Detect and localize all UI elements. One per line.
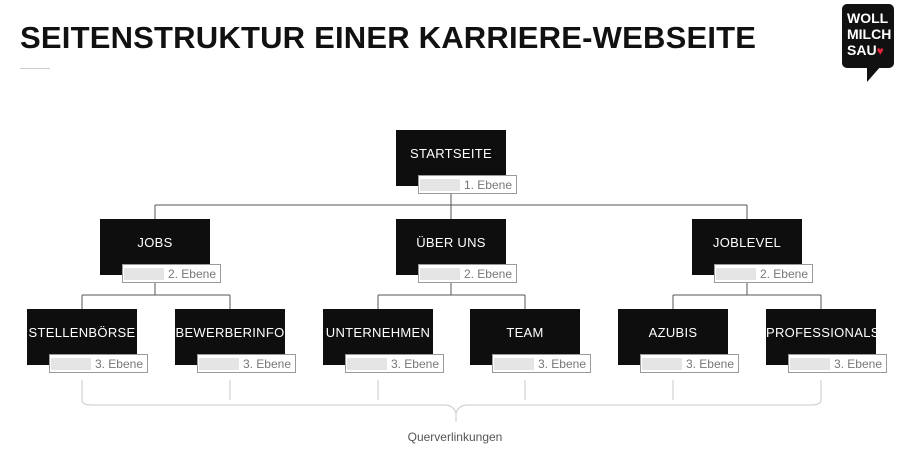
level-tag-bar bbox=[51, 358, 91, 370]
node-team: TEAM 3. Ebene bbox=[470, 309, 591, 373]
node-unternehmen: UNTERNEHMEN 3. Ebene bbox=[323, 309, 444, 373]
level-tag: 3. Ebene bbox=[788, 354, 887, 373]
level-tag: 3. Ebene bbox=[197, 354, 296, 373]
bracket-left bbox=[81, 399, 457, 414]
cross-links-label: Querverlinkungen bbox=[407, 430, 503, 444]
level-tag: 3. Ebene bbox=[640, 354, 739, 373]
level-tag: 3. Ebene bbox=[49, 354, 148, 373]
level-tag-text: 1. Ebene bbox=[463, 178, 512, 192]
node-bewerberinfo: BEWERBERINFO 3. Ebene bbox=[175, 309, 296, 373]
node-professionals: PROFESSIONALS 3. Ebene bbox=[766, 309, 887, 373]
level-tag-text: 2. Ebene bbox=[759, 267, 808, 281]
node-jobs: JOBS 2. Ebene bbox=[100, 219, 221, 283]
level-tag-text: 2. Ebene bbox=[167, 267, 216, 281]
level-tag: 2. Ebene bbox=[122, 264, 221, 283]
level-tag-bar bbox=[494, 358, 534, 370]
logo-badge: WOLL MILCH SAU♥ bbox=[842, 4, 894, 68]
title-divider bbox=[20, 68, 50, 69]
level-tag-bar bbox=[642, 358, 682, 370]
heart-icon: ♥ bbox=[876, 44, 884, 58]
level-tag-bar bbox=[420, 268, 460, 280]
level-tag-bar bbox=[716, 268, 756, 280]
level-tag-text: 3. Ebene bbox=[390, 357, 439, 371]
page-title: SEITENSTRUKTUR EINER KARRIERE-WEBSEITE bbox=[20, 20, 757, 55]
level-tag-bar bbox=[124, 268, 164, 280]
wollmilchsau-logo: WOLL MILCH SAU♥ bbox=[842, 4, 896, 84]
level-tag-bar bbox=[347, 358, 387, 370]
bracket-right bbox=[455, 399, 822, 414]
node-stellenboerse: STELLENBÖRSE 3. Ebene bbox=[27, 309, 148, 373]
level-tag-bar bbox=[420, 179, 460, 191]
level-tag: 3. Ebene bbox=[492, 354, 591, 373]
logo-line-2: MILCH bbox=[847, 26, 892, 42]
level-tag: 1. Ebene bbox=[418, 175, 517, 194]
node-startseite: STARTSEITE 1. Ebene bbox=[396, 130, 517, 194]
level-tag-text: 3. Ebene bbox=[537, 357, 586, 371]
cross-links-bracket bbox=[81, 380, 822, 422]
node-azubis: AZUBIS 3. Ebene bbox=[618, 309, 739, 373]
logo-speech-tail bbox=[867, 66, 881, 82]
level-tag-text: 3. Ebene bbox=[94, 357, 143, 371]
level-tag: 2. Ebene bbox=[418, 264, 517, 283]
level-tag-text: 3. Ebene bbox=[242, 357, 291, 371]
node-ueber-uns: ÜBER UNS 2. Ebene bbox=[396, 219, 517, 283]
level-tag: 3. Ebene bbox=[345, 354, 444, 373]
node-joblevel: JOBLEVEL 2. Ebene bbox=[692, 219, 813, 283]
level-tag: 2. Ebene bbox=[714, 264, 813, 283]
level-tag-text: 3. Ebene bbox=[685, 357, 734, 371]
logo-line-1: WOLL bbox=[847, 10, 889, 26]
logo-line-3: SAU♥ bbox=[847, 42, 884, 58]
level-tag-text: 3. Ebene bbox=[833, 357, 882, 371]
level-tag-text: 2. Ebene bbox=[463, 267, 512, 281]
level-tag-bar bbox=[199, 358, 239, 370]
level-tag-bar bbox=[790, 358, 830, 370]
